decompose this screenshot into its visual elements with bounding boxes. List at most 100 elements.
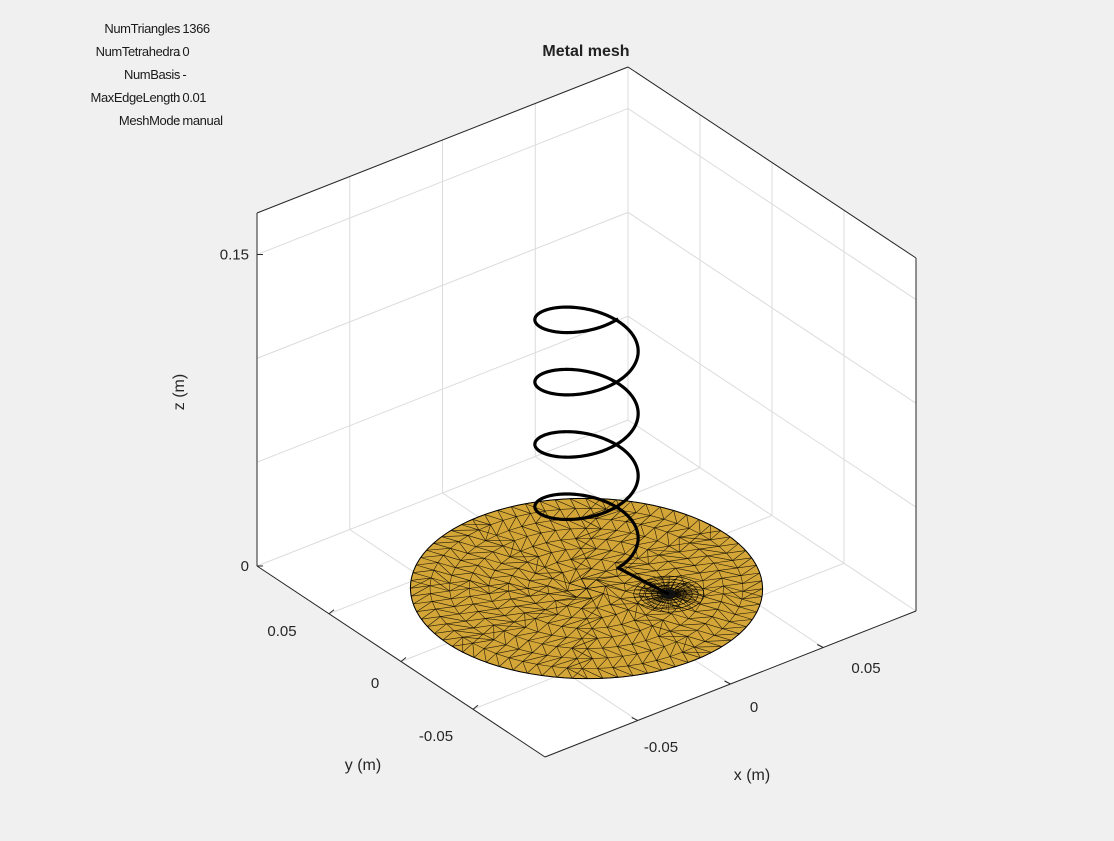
mesh-edge (435, 606, 455, 610)
mesh-edge (534, 618, 539, 632)
y-tick (724, 680, 731, 685)
mesh-edge (514, 540, 521, 552)
mesh-edge (601, 617, 608, 628)
mesh-edge (602, 647, 623, 657)
mesh-edge (582, 658, 593, 669)
mesh-edge (576, 658, 583, 669)
mesh-edge (443, 555, 461, 561)
mesh-edge (416, 564, 434, 571)
mesh-edge (535, 510, 546, 524)
mesh-edge (494, 570, 513, 576)
mesh-edge (571, 647, 593, 659)
mesh-edge (675, 565, 695, 569)
mesh-edge (528, 634, 553, 641)
mesh-edge (581, 668, 588, 679)
mesh-edge (640, 518, 665, 525)
mesh-edge (528, 631, 539, 641)
mesh-edge (516, 516, 523, 527)
mesh-edge (433, 569, 452, 576)
mesh-edge (443, 555, 456, 568)
mesh-edge (634, 620, 653, 627)
mesh-edge (631, 643, 638, 654)
mesh-edge (535, 523, 542, 534)
mesh-edge (569, 568, 592, 584)
mesh-edge (713, 562, 738, 569)
mesh-edge (732, 550, 746, 561)
mesh-edge (624, 580, 644, 584)
x-tick-label: 0.05 (851, 660, 880, 677)
mesh-edge (488, 582, 509, 587)
mesh-info-name: MaxEdgeLength (90, 90, 181, 105)
mesh-edge (427, 616, 441, 627)
mesh-edge (597, 668, 619, 678)
mesh-edge (484, 558, 496, 571)
mesh-edge (590, 538, 597, 549)
mesh-edge (591, 617, 603, 629)
mesh-edge (610, 603, 638, 605)
mesh-edge (637, 603, 646, 616)
mesh-edge (508, 590, 530, 597)
mesh-edge (575, 538, 582, 549)
mesh-edge (617, 573, 638, 577)
mesh-edge (722, 593, 740, 608)
mesh-edge (435, 608, 460, 615)
mesh-edge (462, 642, 474, 653)
mesh-edge (537, 622, 548, 633)
mesh-edge (524, 612, 526, 628)
mesh-edge (723, 583, 743, 587)
mesh-edge (493, 630, 505, 641)
mesh-edge (585, 548, 597, 559)
x-tick (328, 609, 335, 615)
mesh-edge (575, 538, 597, 550)
mesh-edge (659, 506, 665, 520)
mesh-edge (669, 641, 677, 657)
mesh-edge (511, 506, 531, 514)
ground-plane-mesh (409, 497, 764, 680)
mesh-edge (421, 616, 441, 620)
mesh-edge (707, 552, 727, 557)
mesh-edge (569, 569, 577, 584)
mesh-edge (586, 648, 593, 659)
mesh-edge (496, 520, 504, 536)
mesh-edge (597, 657, 608, 669)
mesh-edge (726, 550, 746, 554)
mesh-edge (508, 530, 515, 541)
x-axis-label: x (m) (734, 767, 770, 784)
mesh-edge (590, 530, 617, 539)
mesh-edge (742, 572, 760, 584)
mesh-edge (526, 664, 538, 674)
mesh-edge (473, 601, 493, 605)
mesh-edge (501, 561, 528, 564)
mesh-edge (502, 545, 521, 552)
mesh-edge (512, 661, 523, 671)
mesh-edge (652, 625, 671, 632)
mesh-edge (545, 530, 556, 543)
mesh-edge (547, 614, 558, 624)
chart-title: Metal mesh (542, 43, 629, 60)
mesh-edge (586, 588, 604, 594)
mesh-edge (702, 577, 722, 582)
mesh-edge (645, 588, 661, 602)
mesh-edge (581, 578, 587, 589)
mesh-edge (458, 541, 468, 554)
mesh-edge (620, 598, 638, 604)
mesh-edge (699, 524, 711, 535)
mesh-edge (483, 648, 487, 663)
mesh-edge (606, 530, 617, 540)
mesh-edge (637, 554, 659, 559)
mesh-edge (647, 540, 658, 550)
mesh-edge (433, 541, 459, 544)
mesh-info-value: : - (176, 67, 187, 82)
grid-line (256, 211, 629, 359)
mesh-edge (530, 513, 537, 524)
mesh-edge (535, 522, 556, 531)
mesh-edge (688, 618, 706, 624)
mesh-edge (501, 563, 519, 569)
mesh-edge (503, 627, 526, 632)
mesh-edge (663, 510, 674, 520)
mesh-edge (565, 508, 576, 520)
mesh-edge (458, 541, 476, 548)
mesh-edge (734, 614, 753, 620)
mesh-edge (475, 545, 504, 548)
grid-line (627, 108, 917, 300)
